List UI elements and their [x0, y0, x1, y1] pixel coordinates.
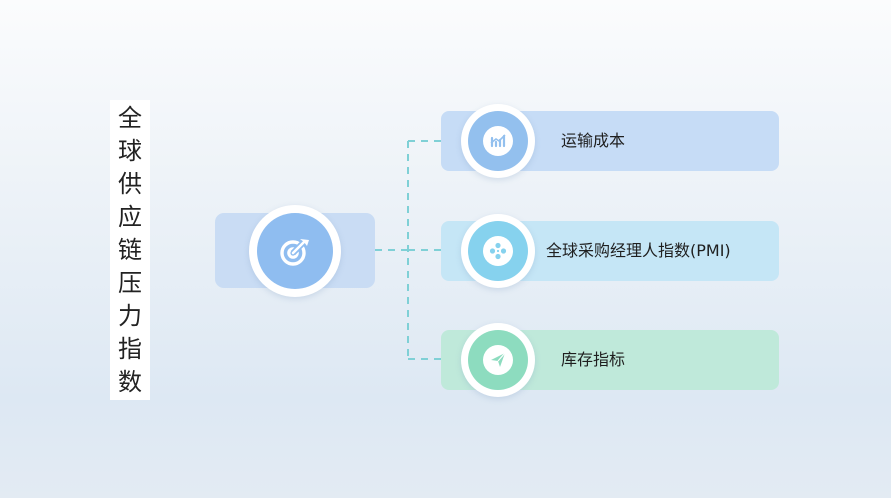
hub-node — [249, 205, 341, 297]
node-1 — [461, 104, 535, 178]
node-label-2: 全球采购经理人指数(PMI) — [546, 241, 731, 260]
node-2-inner — [468, 221, 528, 281]
title-char: 链 — [118, 235, 142, 264]
node-3-inner — [468, 330, 528, 390]
diagram-title: 全 球 供 应 链 压 力 指 数 — [110, 100, 150, 400]
title-char: 数 — [118, 367, 142, 396]
film-reel-icon — [483, 236, 513, 266]
trend-chart-icon — [483, 126, 513, 156]
target-arrow-icon — [280, 239, 309, 266]
title-char: 力 — [118, 301, 142, 330]
node-label-3: 库存指标 — [561, 350, 626, 369]
node-1-inner — [468, 111, 528, 171]
title-char: 应 — [118, 202, 142, 231]
paper-plane-icon — [483, 345, 513, 375]
title-char: 指 — [118, 334, 142, 363]
node-2 — [461, 214, 535, 288]
title-char: 球 — [118, 136, 142, 165]
node-label-1: 运输成本 — [561, 131, 626, 150]
title-char: 全 — [118, 103, 142, 132]
title-char: 供 — [118, 169, 142, 198]
node-3 — [461, 323, 535, 397]
hub-node-inner — [257, 213, 333, 289]
title-char: 压 — [118, 268, 142, 297]
